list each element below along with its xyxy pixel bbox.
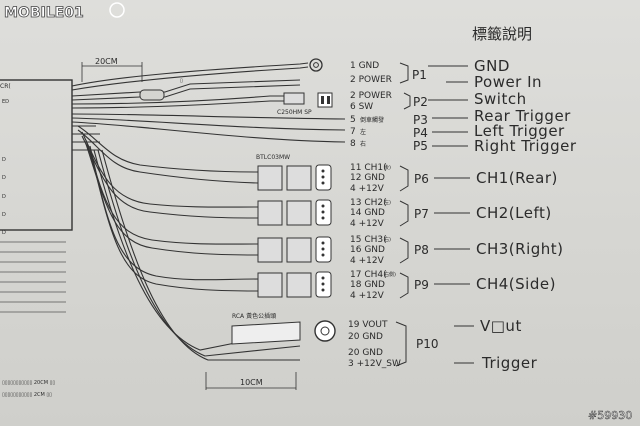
svg-text:16 GND: 16 GND (350, 245, 385, 255)
svg-text:CH1(Rear): CH1(Rear) (476, 169, 558, 187)
svg-text:4 +12V: 4 +12V (350, 291, 385, 301)
function-labels: GND Power In Switch Rear Trigger Left Tr… (474, 57, 577, 372)
svg-text:18 GND: 18 GND (350, 280, 385, 290)
bottom-dimension-label: 10CM (240, 378, 263, 387)
svg-text:20 GND: 20 GND (348, 332, 383, 342)
svg-text:13 CH2(: 13 CH2( (350, 198, 387, 208)
cable-harness (71, 62, 346, 361)
bottom-note-1: ▯▯▯▯▯▯▯▯▯▯▯ 20CM ▯▯ (2, 380, 55, 386)
svg-text:1 GND: 1 GND (350, 61, 379, 71)
svg-text:V□ut: V□ut (480, 317, 522, 335)
svg-text:P2: P2 (413, 95, 428, 109)
svg-text:D: D (2, 194, 6, 200)
left-table-lines (0, 241, 66, 313)
svg-text:14 GND: 14 GND (350, 208, 385, 218)
svg-text:右側): 右側) (384, 271, 396, 278)
svg-text:P8: P8 (414, 243, 429, 257)
svg-text:11 CH1(: 11 CH1( (350, 163, 387, 173)
svg-text:D: D (2, 212, 6, 218)
svg-text:20 GND: 20 GND (348, 348, 383, 358)
svg-text:左: 左 (360, 128, 366, 136)
svg-text:後): 後) (384, 164, 391, 171)
p2-connector-icon (283, 92, 333, 108)
svg-text:4 +12V: 4 +12V (350, 256, 385, 266)
svg-text:4 +12V: 4 +12V (350, 184, 385, 194)
rca-plug-icon (231, 320, 336, 345)
svg-text:CH2(Left): CH2(Left) (476, 204, 552, 222)
top-dimension-label: 20CM (95, 57, 118, 66)
main-unit-box (0, 79, 73, 231)
c250-label: C250HM SP (277, 109, 312, 116)
svg-text:右): 右) (384, 236, 391, 243)
bottom-note-2: ▯▯▯▯▯▯▯▯▯▯▯ 2CM ▯▯ (2, 392, 52, 398)
svg-text:8: 8 (350, 139, 356, 149)
port-brackets (395, 62, 411, 367)
top-dimension (81, 62, 143, 82)
svg-text:P5: P5 (413, 139, 428, 153)
p9-connector-icon (257, 271, 332, 298)
fuse-holder-icon (139, 89, 165, 101)
svg-text:D: D (2, 230, 6, 236)
svg-text:右: 右 (360, 140, 366, 148)
svg-text:Left Trigger: Left Trigger (474, 122, 565, 140)
svg-text:7: 7 (350, 127, 356, 137)
main-unit-label: CR( (0, 83, 11, 90)
diagram-title: 標籤說明 (472, 25, 532, 43)
svg-text:5: 5 (350, 115, 356, 125)
svg-text:3 +12V_SW: 3 +12V_SW (348, 359, 401, 369)
svg-text:GND: GND (474, 57, 510, 75)
port-labels: P1 P2 P3 P4 P5 P6 P7 P8 P9 P10 (412, 68, 439, 351)
leader-lines (428, 65, 474, 364)
svg-text:6 SW: 6 SW (350, 102, 373, 112)
svg-text:左): 左) (384, 199, 391, 206)
svg-text:Switch: Switch (474, 90, 527, 108)
pin-labels: 1 GND 2 POWER 2 POWER 6 SW 5 倒車觸發 7 左 8 … (348, 61, 401, 369)
svg-text:Trigger: Trigger (481, 354, 538, 372)
svg-text:12 GND: 12 GND (350, 173, 385, 183)
svg-text:P10: P10 (416, 337, 439, 351)
svg-text:P6: P6 (414, 172, 429, 186)
svg-text:15 CH3(: 15 CH3( (350, 235, 387, 245)
svg-text:2 POWER: 2 POWER (350, 75, 392, 85)
watermark: MOBILE01 (4, 5, 84, 21)
p1-cable-tag: ▯ (180, 78, 183, 84)
watermark-logo-icon (109, 2, 125, 18)
p6-connector-icon (257, 164, 332, 191)
image-ref: #59930 (588, 409, 632, 422)
svg-text:17 CH4(: 17 CH4( (350, 270, 387, 280)
svg-text:CH4(Side): CH4(Side) (476, 275, 556, 293)
svg-text:ED: ED (2, 99, 9, 105)
bottom-dimension (205, 372, 297, 390)
svg-text:D: D (2, 175, 6, 181)
svg-text:2 POWER: 2 POWER (350, 91, 392, 101)
p8-connector-icon (257, 236, 332, 263)
left-margin-text: ED D D D D D (2, 99, 9, 236)
svg-text:4 +12V: 4 +12V (350, 219, 385, 229)
svg-text:Power In: Power In (474, 73, 542, 91)
svg-text:P4: P4 (413, 126, 428, 140)
svg-text:Right Trigger: Right Trigger (474, 137, 577, 155)
btl-label: BTLC03MW (256, 154, 290, 161)
svg-text:P7: P7 (414, 207, 429, 221)
p7-connector-icon (257, 199, 332, 226)
svg-text:P3: P3 (413, 113, 428, 127)
svg-text:CH3(Right): CH3(Right) (476, 240, 564, 258)
svg-text:P1: P1 (412, 68, 427, 82)
rca-label: RCA 黃色公插頭 (232, 312, 276, 320)
svg-text:倒車觸發: 倒車觸發 (360, 116, 384, 124)
svg-text:19 VOUT: 19 VOUT (348, 320, 388, 330)
svg-text:P9: P9 (414, 278, 429, 292)
svg-text:Rear Trigger: Rear Trigger (474, 107, 571, 125)
svg-text:D: D (2, 157, 6, 163)
p1-ring-terminal-icon (309, 58, 323, 72)
